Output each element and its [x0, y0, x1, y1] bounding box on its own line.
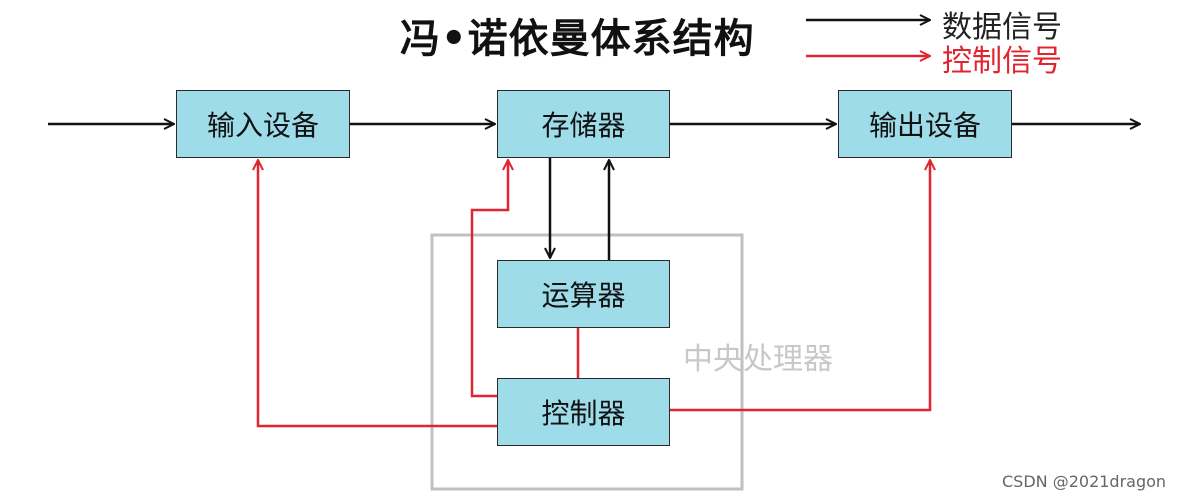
control-to-memory-arrow [470, 160, 508, 398]
output-device-block: 输出设备 [838, 90, 1012, 158]
legend-data-label: 数据信号 [942, 10, 1062, 45]
control-unit-block: 控制器 [497, 378, 670, 446]
input-device-block: 输入设备 [176, 90, 350, 158]
control-to-output-arrow [670, 160, 930, 412]
memory-block: 存储器 [497, 90, 670, 158]
control-to-input-arrow [258, 160, 497, 428]
cpu-boundary [430, 233, 744, 491]
alu-block: 运算器 [497, 260, 670, 328]
watermark: CSDN @2021dragon [1002, 472, 1167, 491]
legend-control-label: 控制信号 [942, 44, 1062, 79]
cpu-label: 中央处理器 [683, 342, 833, 377]
diagram-title: 冯•诺依曼体系结构 [400, 15, 755, 62]
